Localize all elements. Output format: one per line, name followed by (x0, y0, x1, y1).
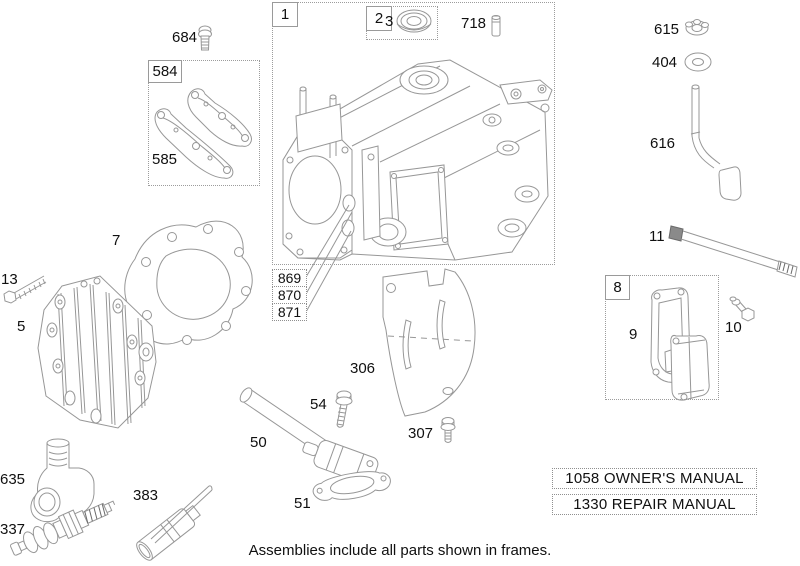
frame-main-assembly-label: 1 (272, 2, 298, 27)
owners-manual-box: 1058 OWNER'S MANUAL (552, 468, 757, 489)
frame-seal-kit-label: 2 (366, 6, 392, 31)
callout-307: 307 (408, 425, 434, 442)
callout-871: 871 (272, 303, 307, 321)
callout-3: 3 (385, 13, 394, 30)
pin-718-drawing (491, 15, 501, 37)
callout-585: 585 (152, 151, 178, 168)
plug-wrench-383-drawing (136, 485, 213, 561)
exhaust-gasket-51-drawing (312, 471, 391, 501)
callout-616: 616 (650, 135, 676, 152)
frame-main-assembly: 1 (272, 2, 555, 265)
wing-nut-615-drawing (685, 19, 709, 36)
cylinder-head-5-drawing (37, 275, 157, 429)
callout-13: 13 (1, 271, 18, 288)
plug-bolt-10-drawing (729, 296, 755, 322)
oil-seal-3-drawing (396, 9, 432, 33)
gaskets-585-drawing (154, 88, 252, 179)
screw-307-drawing (440, 417, 456, 443)
muffler-drawing (664, 335, 710, 401)
callout-684: 684 (172, 29, 198, 46)
washer-404-drawing (684, 52, 712, 72)
head-gasket-7-drawing (124, 220, 253, 345)
callout-9: 9 (629, 326, 638, 343)
frame-gasket-set-label: 584 (148, 60, 182, 83)
frame-muffler-kit-label: 8 (605, 275, 630, 300)
callout-7: 7 (112, 232, 121, 249)
callout-615: 615 (654, 21, 680, 38)
callout-635: 635 (0, 471, 26, 488)
spark-plug-337-drawing (10, 500, 116, 556)
callout-306: 306 (350, 360, 376, 377)
rod-11-drawing (668, 225, 798, 278)
repair-manual-box: 1330 REPAIR MANUAL (552, 494, 757, 515)
callout-383: 383 (133, 487, 159, 504)
bolt-13-drawing (3, 275, 47, 304)
callout-51: 51 (294, 495, 311, 512)
cylinder-block-drawing (282, 59, 553, 261)
callout-869: 869 (272, 269, 307, 287)
callout-54: 54 (310, 396, 327, 413)
callout-5: 5 (17, 318, 26, 335)
frame-muffler-kit: 8 (605, 275, 719, 400)
callout-718: 718 (461, 15, 487, 32)
dipstick-616-drawing (690, 84, 742, 201)
deflector-306-drawing (382, 268, 476, 417)
bolt-684-drawing (198, 25, 212, 51)
callout-11: 11 (649, 228, 665, 245)
callout-50: 50 (250, 434, 267, 451)
callout-870: 870 (272, 286, 307, 304)
frame-seal-kit: 2 (366, 6, 438, 40)
screw-54-drawing (335, 390, 353, 428)
callout-337: 337 (0, 521, 26, 538)
frame-gasket-set: 584 (148, 60, 260, 186)
callout-404: 404 (652, 54, 678, 71)
assemblies-note: Assemblies include all parts shown in fr… (248, 542, 552, 559)
leader-lines-869-871 (305, 204, 353, 313)
callout-10: 10 (725, 319, 742, 336)
spark-plug-boot-635-drawing (30, 438, 95, 523)
